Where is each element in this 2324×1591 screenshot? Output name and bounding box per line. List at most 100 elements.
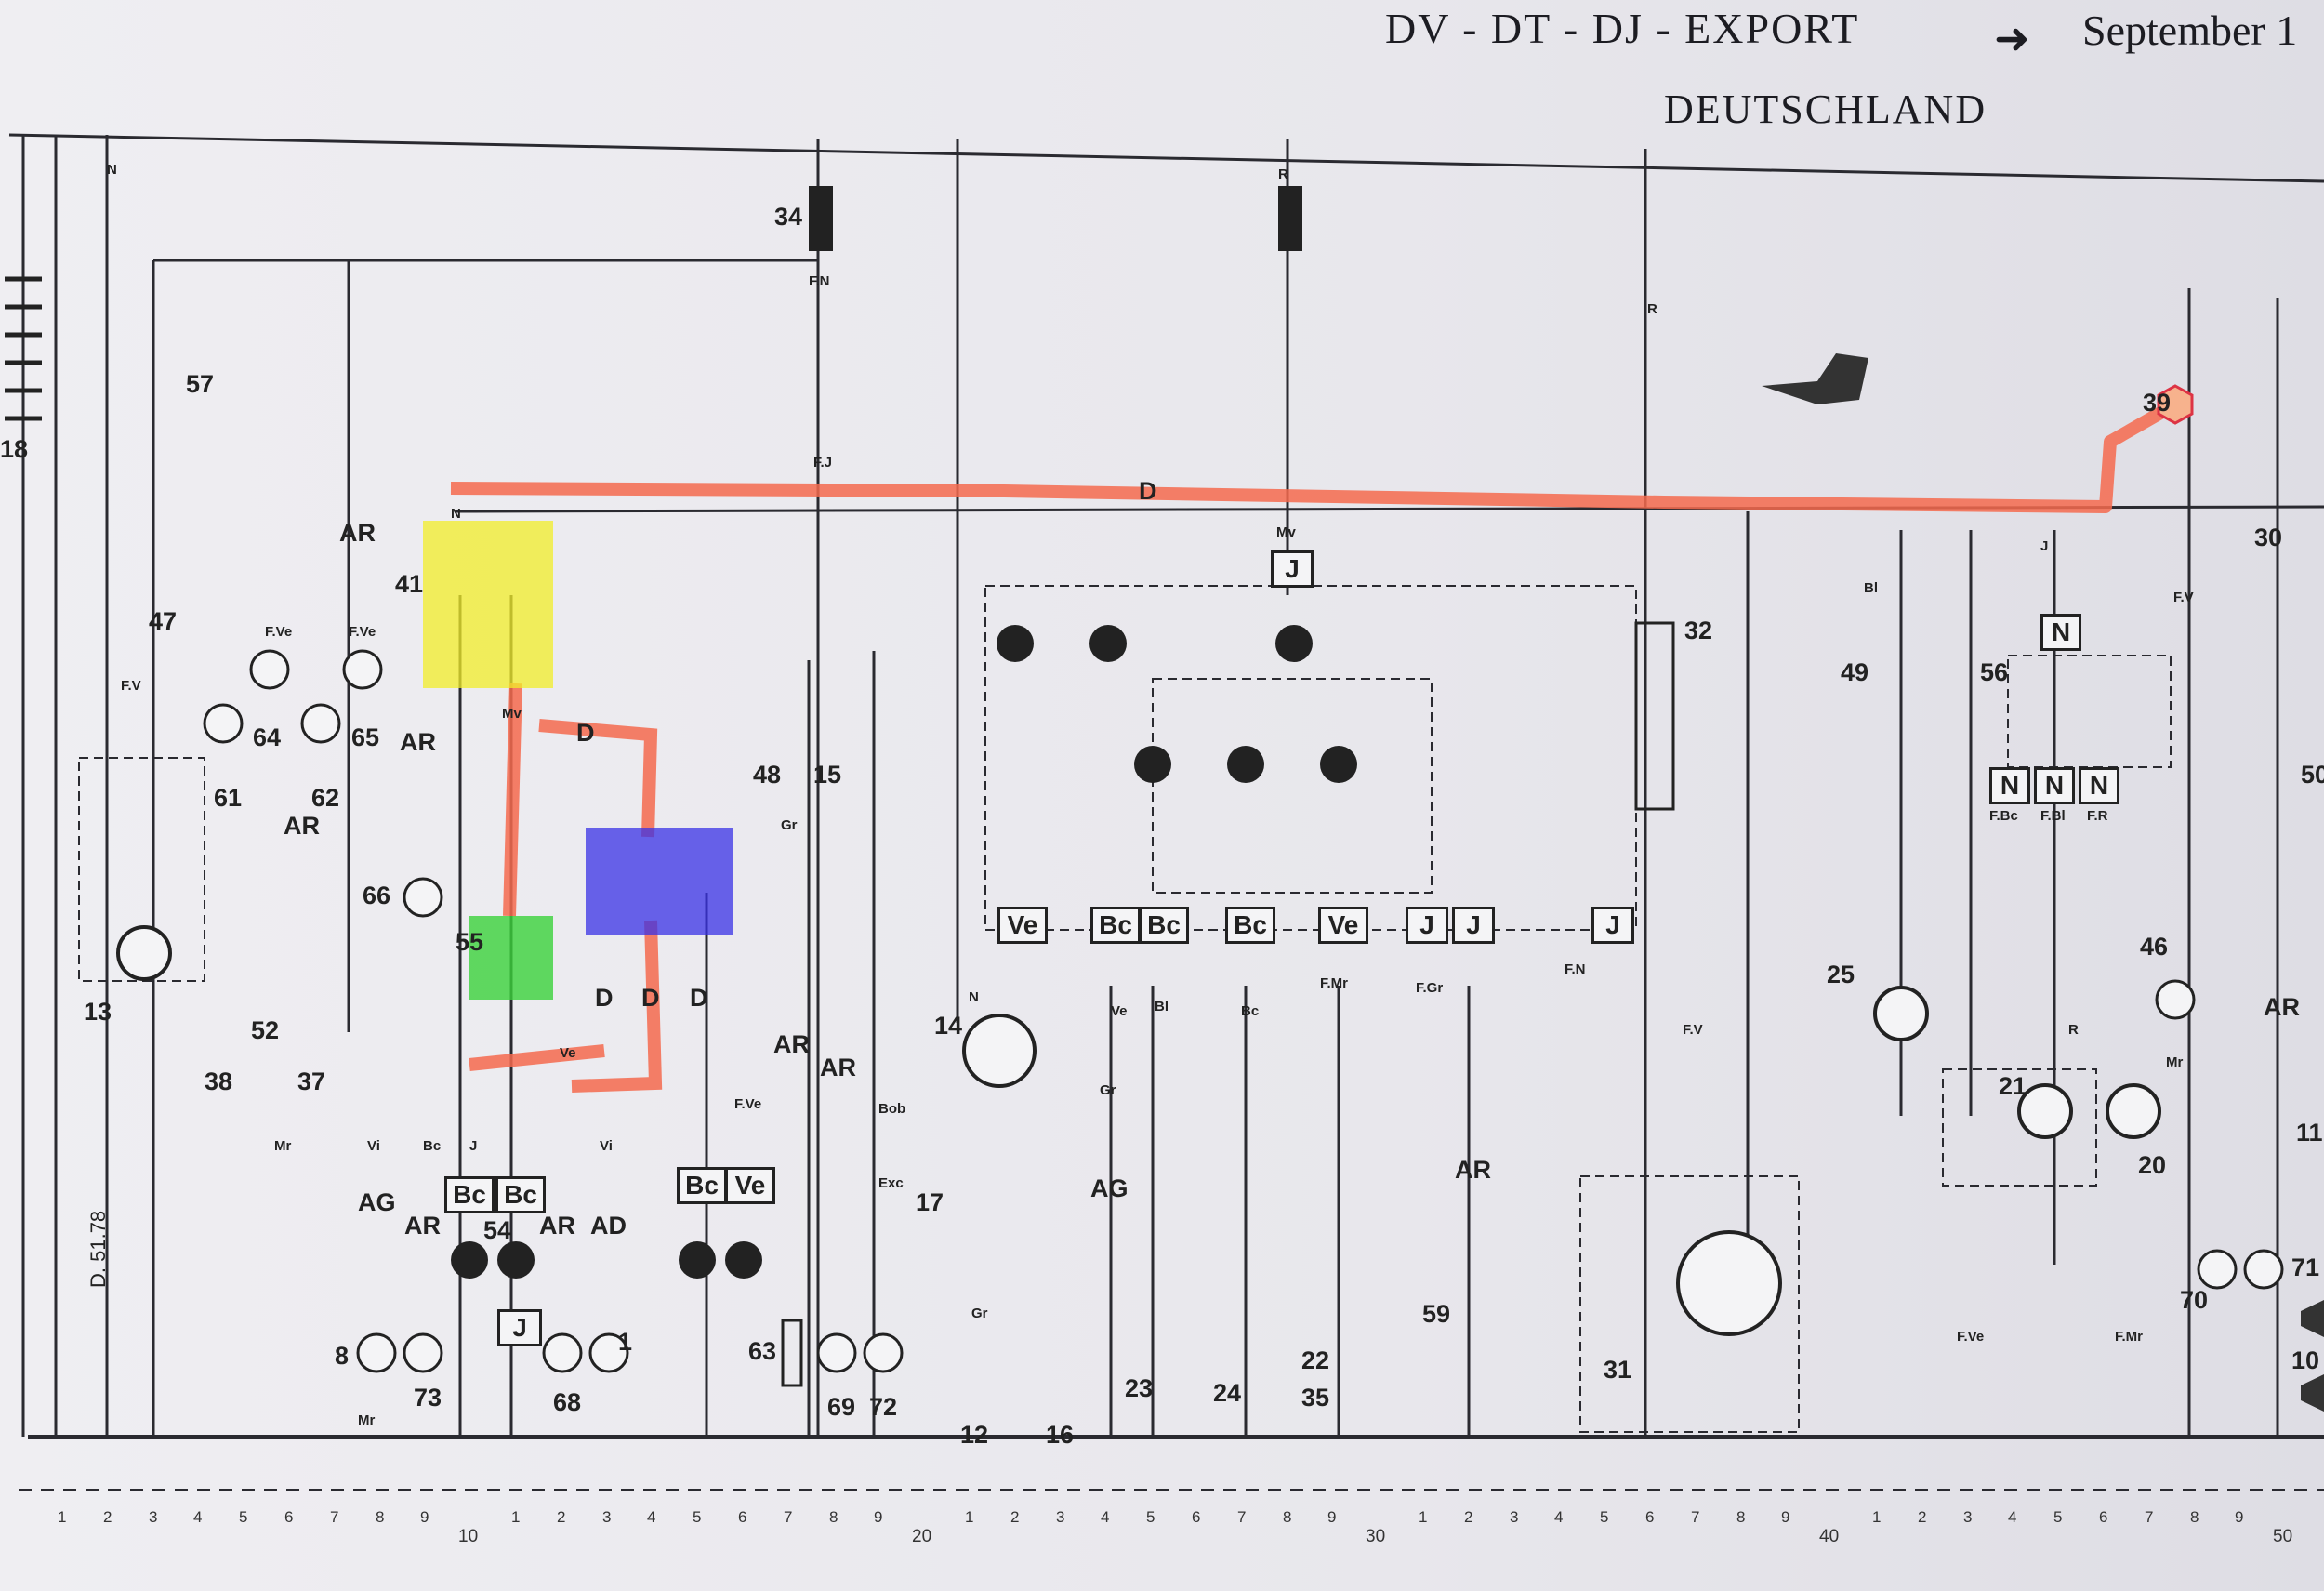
relay-code-box: Ve	[725, 1167, 775, 1204]
component-label: 10	[2291, 1346, 2320, 1374]
component-label: 38	[205, 1067, 233, 1095]
wire-code: F.Mr	[1320, 975, 1348, 991]
relay-code-box: J	[1591, 907, 1634, 944]
wire-code: F.Bl	[2040, 808, 2066, 824]
scale-tick-label: 8	[1283, 1508, 1292, 1526]
component-label: 35	[1301, 1384, 1330, 1412]
component-label: 54	[483, 1216, 512, 1244]
scale-tick-label: 2	[1918, 1508, 1927, 1526]
relay-code-box: J	[497, 1309, 542, 1346]
component-label: 55	[456, 928, 484, 956]
scale-major-label: 30	[1366, 1527, 1386, 1546]
wire-code: J	[2040, 538, 2049, 554]
wire-code: F.Ve	[734, 1096, 762, 1112]
component-label: 72	[869, 1393, 898, 1421]
wire-code: AR	[339, 519, 376, 547]
scale-major-label: 50	[2273, 1527, 2293, 1546]
horn-icon	[2301, 1300, 2324, 1412]
arrow-right-icon: ➜	[1994, 15, 2030, 62]
relay-code-box: Bc	[1139, 907, 1189, 944]
component-label: 32	[1684, 617, 1713, 644]
scale-tick-label: 7	[1691, 1508, 1700, 1526]
wire-code: Gr	[1100, 1082, 1116, 1098]
relay-code-box: N	[2040, 614, 2081, 651]
wire-code: D	[690, 984, 708, 1012]
scale-tick-label: 8	[1736, 1508, 1746, 1526]
component-label: 69	[827, 1393, 856, 1421]
component-label: 30	[2254, 524, 2283, 551]
page-subtitle: DEUTSCHLAND	[1664, 86, 1987, 132]
wire-code: F.Ve	[265, 624, 293, 640]
component-label: 21	[1999, 1072, 2027, 1100]
relay-code-box: Bc	[677, 1167, 727, 1204]
wire-code: F.Bc	[1989, 808, 2018, 824]
scale-tick-label: 3	[1963, 1508, 1973, 1526]
scale-tick-label: 9	[1781, 1508, 1790, 1526]
highlight-switch-55	[469, 916, 553, 1000]
wire-code: AG	[1090, 1174, 1129, 1202]
wire-code: Bob	[878, 1101, 906, 1117]
scale-tick-label: 6	[2099, 1508, 2108, 1526]
component-label: 66	[363, 882, 391, 909]
component-label: 22	[1301, 1346, 1330, 1374]
scale-tick-label: 5	[693, 1508, 702, 1526]
wire-code: AR	[404, 1212, 441, 1240]
scale-tick-label: 7	[1237, 1508, 1247, 1526]
hex-terminal-39	[2157, 384, 2194, 425]
wire-code: Mr	[358, 1412, 376, 1428]
scale-major-label: 20	[912, 1527, 932, 1546]
scale-tick-label: 6	[284, 1508, 294, 1526]
scale-tick-label: 1	[1419, 1508, 1428, 1526]
component-label: 25	[1827, 961, 1855, 988]
highlight-relay-41-lower	[586, 828, 733, 935]
wire-code: D	[641, 984, 660, 1012]
scale-tick-label: 2	[1464, 1508, 1473, 1526]
component-label: 37	[297, 1067, 326, 1095]
component-label: 23	[1125, 1374, 1154, 1402]
component-label: 11	[2296, 1119, 2323, 1147]
component-label: 70	[2180, 1286, 2209, 1314]
wire-code: Mv	[1276, 524, 1296, 540]
scale-tick-label: 5	[1146, 1508, 1155, 1526]
scale-tick-label: 3	[1056, 1508, 1065, 1526]
scale-tick-label: 6	[738, 1508, 747, 1526]
motor-symbols	[116, 925, 2161, 1336]
highlight-wire-d-top	[450, 398, 2179, 513]
scale-major-label: 40	[1819, 1527, 1840, 1546]
scale-tick-label: 9	[420, 1508, 429, 1526]
scale-tick-label: 2	[103, 1508, 112, 1526]
main-bus-line	[8, 133, 2324, 183]
wire-code: F.V	[121, 678, 141, 694]
lamp-symbols	[203, 649, 2284, 1373]
component-label: 56	[1980, 658, 2009, 686]
relay-code-box: N	[1989, 767, 2030, 804]
wire-code: Bl	[1155, 999, 1169, 1014]
component-label: 46	[2140, 933, 2169, 961]
component-label: 61	[214, 784, 243, 812]
relay-code-box: J	[1271, 550, 1314, 588]
scale-tick-label: 1	[58, 1508, 67, 1526]
component-label: 34	[774, 203, 803, 231]
wire-code: D	[576, 719, 595, 747]
ignition-key-icon	[1762, 353, 1868, 404]
scale-tick-label: 2	[557, 1508, 566, 1526]
scale-tick-label: 5	[239, 1508, 248, 1526]
wire-code: Vi	[367, 1138, 380, 1154]
wire-code: F.Ve	[349, 624, 376, 640]
component-label: 15	[813, 761, 842, 789]
component-label: 50	[2301, 761, 2324, 789]
wire-code: Mr	[274, 1138, 292, 1154]
relay-code-box: N	[2034, 767, 2075, 804]
relay-code-box: Ve	[997, 907, 1048, 944]
component-label: 24	[1213, 1379, 1242, 1407]
wire-code: AR	[400, 728, 436, 756]
scale-tick-label: 8	[376, 1508, 385, 1526]
wire-code: F.R	[2087, 808, 2108, 824]
component-label: 49	[1841, 658, 1869, 686]
component-label: 39	[2143, 389, 2172, 417]
wire-code: Bc	[1241, 1003, 1260, 1019]
wire-code: AR	[284, 812, 320, 840]
scale-tick-label: 3	[149, 1508, 158, 1526]
component-label: 12	[960, 1421, 989, 1449]
component-label: 57	[186, 370, 215, 398]
